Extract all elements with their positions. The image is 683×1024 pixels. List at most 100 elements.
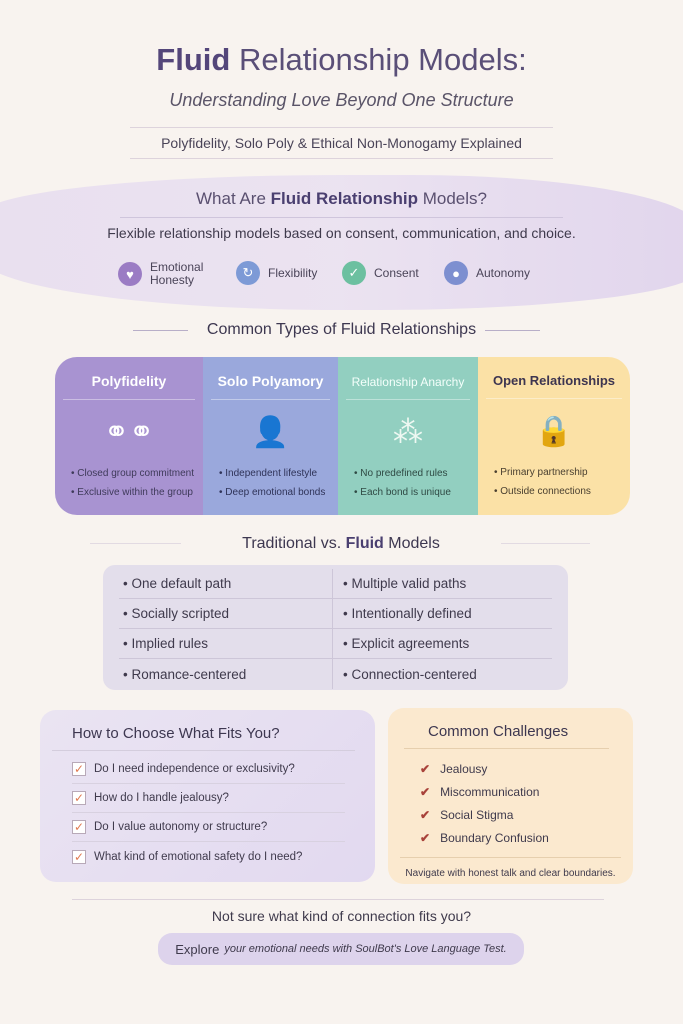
network-nodes-icon: ⁂ [393,415,423,449]
page-title: Fluid Relationship Models: [0,42,683,78]
heart-icon: ♥ [118,262,142,286]
checklist-item[interactable]: ✓ How do I handle jealousy? [72,784,345,813]
compare-title: Traditional vs. Fluid Models [181,535,501,553]
feature-label: Flexibility [268,266,318,280]
feature-consent: ✓ Consent [342,261,419,285]
question-text: Do I need independence or exclusivity? [94,763,295,775]
checkbox-checked-icon[interactable]: ✓ [72,820,86,834]
divider [485,330,540,331]
t2: Fluid Relationship [270,189,418,208]
fluid-cell: • Explicit agreements [332,629,552,658]
fluid-cell: • Multiple valid paths [332,569,552,598]
checkbox-checked-icon[interactable]: ✓ [72,762,86,776]
card-solo-polyamory: Solo Polyamory👤Independent lifestyleDeep… [203,357,338,515]
table-row: • One default path • Multiple valid paths [119,569,552,599]
card-point: Exclusive within the group [71,483,203,502]
feature-label: Emotional Honesty [150,260,204,287]
traditional-cell: • Implied rules [123,636,209,651]
card-relationship-anarchy: Relationship Anarchy ⁂ No predefined rules… [338,357,478,515]
t2: Fluid [345,535,384,552]
title-rest: Relationship Models: [238,42,527,77]
cell-text: Multiple valid paths [351,576,467,591]
fluid-cell: • Intentionally defined [332,599,552,628]
traditional-cell: • Socially scripted [123,606,230,621]
types-cards: Polyfidelity ⚭⚭ Closed group commitmentExc… [55,357,630,515]
card-point: Each bond is unique [354,483,478,502]
cell-text: One default path [131,576,232,591]
comparison-table: • One default path • Multiple valid paths… [103,565,568,690]
checkmark-icon: ✔ [420,784,431,799]
t3: Models [388,535,440,552]
cell-text: Socially scripted [131,606,230,621]
linked-rings-icon: ⚭⚭ [103,415,155,449]
feature-label: Consent [374,266,419,280]
challenge-item: ✔ Boundary Confusion [388,826,633,849]
divider [130,127,553,128]
checklist-item[interactable]: ✓ What kind of emotional safety do I need… [72,842,345,871]
person-network-icon: 👤 [251,415,290,449]
cell-text: Connection-centered [351,666,477,682]
card-point: Closed group commitment [71,464,203,483]
feature-flexibility: ↻ Flexibility [236,261,317,285]
tagline: Polyfidelity, Solo Poly & Ethical Non-Mo… [161,135,522,151]
card-title: Polyfidelity [63,373,195,400]
challenge-item: ✔Social Stigma [388,803,633,826]
challenges-title: Common Challenges [404,708,609,749]
divider [130,158,553,159]
t1: Traditional vs. [242,535,342,552]
table-row: • Romance-centered • Connection-centered [119,659,552,689]
card-polyfidelity: Polyfidelity ⚭⚭ Closed group commitmentExc… [55,357,203,515]
traditional-cell: • Romance-centered [123,666,247,682]
cell-text: Implied rules [131,636,209,651]
card-point: No predefined rules [354,464,478,483]
what-title: What Are Fluid Relationship Models? [0,189,683,209]
t1: What Are [196,189,266,208]
question-text: Do I value autonomy or structure? [94,821,268,833]
card-point: Primary partnership [494,463,630,482]
challenge-text: Social Stigma [440,807,514,822]
divider [133,330,188,331]
card-point: Outside connections [494,482,630,501]
feature-label: Autonomy [476,266,531,280]
explore-button[interactable]: Explore your emotional needs with SoulBot… [158,933,524,965]
challenge-text: Miscommunication [440,784,540,799]
refresh-icon: ↻ [236,261,260,285]
button-text: your emotional needs with SoulBot's Love… [224,943,507,955]
feature-autonomy: ● Autonomy [444,261,530,285]
challenge-text: Boundary Confusion [440,830,549,845]
card-open-relationships: Open Relationships 🔒 Primary partnershipOu… [478,357,630,515]
button-bold: Explore [175,941,220,957]
card-title: Open Relationships [486,373,622,399]
padlock-icon: 🔒 [535,414,573,448]
card-point: Independent lifestyle [219,464,338,483]
checkbox-checked-icon[interactable]: ✓ [72,791,86,805]
what-description: Flexible relationship models based on co… [107,225,576,241]
checklist-item[interactable]: ✓ Do I value autonomy or structure? [72,813,345,842]
checkmark-icon: ✔ [420,761,431,776]
divider [72,899,604,900]
question-text: How do I handle jealousy? [94,792,229,804]
subtitle: Understanding Love Beyond One Structure [169,90,514,110]
background-wave [0,175,683,310]
challenges-panel: Common Challenges ✔Jealousy ✔ Miscommunic… [388,708,633,884]
checklist-item[interactable]: ✓ Do I need independence or exclusivity? [72,755,345,784]
title-bold: Fluid [156,42,231,77]
traditional-cell: • One default path [123,576,232,591]
challenge-item: ✔Jealousy [388,757,633,780]
checkbox-checked-icon[interactable]: ✓ [72,849,86,864]
choose-panel: How to Choose What Fits You? ✓ Do I need … [40,710,375,882]
cta-question: Not sure what kind of connection fits yo… [211,908,472,924]
person-icon: ● [444,261,468,285]
cell-text: Romance-centered [131,666,247,682]
check-icon: ✓ [342,261,366,285]
choose-title: How to Choose What Fits You? [52,710,355,751]
table-row: • Implied rules • Explicit agreements [119,629,552,659]
question-text: What kind of emotional safety do I need? [94,850,303,863]
table-row: • Socially scripted • Intentionally defin… [119,599,552,629]
t3: Models? [422,189,487,208]
fluid-cell: • Connection-centered [332,659,552,689]
feature-emotional-honesty: ♥ Emotional Honesty [118,261,210,287]
checkmark-icon: ✔ [420,830,431,845]
card-title: Relationship Anarchy [346,373,470,400]
card-point: Deep emotional bonds [219,483,338,502]
